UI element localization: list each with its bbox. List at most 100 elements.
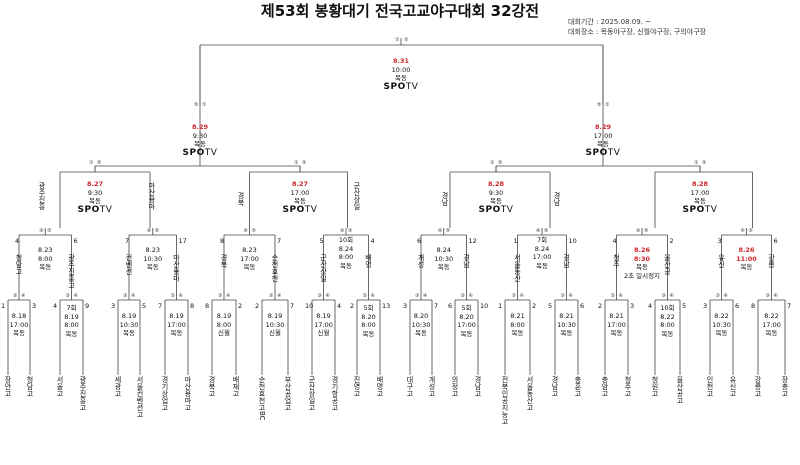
r16-winner-9: 경남 xyxy=(462,254,471,268)
r32-seed-4: 3 xyxy=(111,302,116,310)
team-6: 경기상업고 xyxy=(161,376,169,411)
team-26: 청원고 xyxy=(651,376,659,397)
r32-circle-12a: ③ xyxy=(610,293,615,299)
team-21: 서울동산고 xyxy=(526,376,534,411)
r32-seed-30: 8 xyxy=(751,302,756,310)
qf-winner-2: 경북 xyxy=(237,192,245,206)
qf-winner-0: 광주진흥 xyxy=(38,182,46,210)
r16-circle-7b: ⑤ xyxy=(748,228,753,234)
r32-circle-14b: ④ xyxy=(723,293,728,299)
r16-seed-14: 3 xyxy=(717,237,722,245)
team-12: 군산상일고 xyxy=(308,376,316,411)
r32-circle-5a: ③ xyxy=(269,293,274,299)
tournament-venue: 대회장소 : 목동야구장, 신월야구장, 구의야구장 xyxy=(568,28,707,36)
qf-circle-1a: ① xyxy=(294,160,299,166)
r16-circle-1b: ⑤ xyxy=(154,228,160,234)
r16-seed-6: 5 xyxy=(319,237,324,245)
semi-circle-0b: ① xyxy=(202,102,207,108)
r32-seed-1: 3 xyxy=(32,302,37,310)
r32-seed-25: 3 xyxy=(630,302,635,310)
r32-circle-13b: ④ xyxy=(669,293,674,299)
r32-seed-23: 6 xyxy=(580,302,585,310)
qf-circle-0b: ⑤ xyxy=(97,160,102,166)
r16-winner-3: 마산용마 xyxy=(172,254,181,282)
r32-seed-20: 1 xyxy=(498,302,503,310)
r16-circle-6b: ⑤ xyxy=(644,228,649,234)
team-31: 장충고 xyxy=(781,376,789,397)
qf-winner-5: 경남 xyxy=(553,192,561,206)
r32-seed-19: 10 xyxy=(480,302,489,310)
r32-circle-2b: ④ xyxy=(131,293,136,299)
r32-circle-3a: ③ xyxy=(170,293,175,299)
team-24: 충암고 xyxy=(601,376,609,397)
r32-circle-11b: ④ xyxy=(568,293,573,299)
team-2: 서울고 xyxy=(56,376,64,397)
r32-seed-2: 4 xyxy=(53,302,58,310)
r16-circle-0b: ⑤ xyxy=(47,228,52,234)
r16-winner-13: 울산공 xyxy=(663,254,672,275)
r32-seed-3: 9 xyxy=(85,302,90,310)
r32-circle-12b: ④ xyxy=(618,293,623,299)
team-5: 서울컨벤션고 xyxy=(136,376,144,418)
semi-circle-1a: ⑤ xyxy=(597,102,602,108)
r16-seed-12: 4 xyxy=(612,237,617,245)
r32-seed-16: 3 xyxy=(403,302,408,310)
qf-circle-0a: ① xyxy=(89,160,94,166)
team-13: 경기항공고 xyxy=(331,376,339,411)
r32-circle-2a: ③ xyxy=(123,293,128,299)
r16-seed-7: 4 xyxy=(370,237,375,245)
team-4: 세광고 xyxy=(114,376,122,397)
team-30: 강릉고 xyxy=(754,376,762,397)
spotv-logo: SPOTV xyxy=(585,147,621,158)
team-23: 충훈고 xyxy=(574,376,582,397)
r32-circle-8b: ④ xyxy=(423,293,428,299)
r32-seed-15: 13 xyxy=(382,302,391,310)
r16-winner-2: 컨벤션 xyxy=(125,254,133,275)
qf-circle-2a: ① xyxy=(490,160,495,166)
r16-winner-12: 청주 xyxy=(612,254,621,268)
r16-winner-5: 순천효천 xyxy=(271,254,279,282)
r32-circle-11a: ③ xyxy=(560,293,565,299)
qf-circle-3b: ⑤ xyxy=(702,160,707,166)
team-10: 순천효천고BC xyxy=(258,376,266,421)
qf-circle-2b: ⑤ xyxy=(498,160,503,166)
spotv-logo: SPOTV xyxy=(478,204,514,215)
qf-winner-3: 군산상일 xyxy=(353,182,361,210)
spotv-logo: SPOTV xyxy=(383,81,419,92)
r32-circle-10b: ④ xyxy=(519,293,524,299)
r32-seed-0: 1 xyxy=(1,302,6,310)
r32-seed-29: 6 xyxy=(735,302,740,310)
r16-winner-1: 광주진흥고 xyxy=(67,254,76,289)
team-22: 경남고 xyxy=(551,376,559,397)
r32-circle-3b: ④ xyxy=(178,293,183,299)
r32-circle-0b: ④ xyxy=(21,293,26,299)
r16-winner-0: 청담고 xyxy=(15,254,23,275)
team-28: 인천고 xyxy=(706,376,714,397)
r16-winner-4: 경북 xyxy=(220,254,228,268)
r32-circle-1b: ④ xyxy=(73,293,78,299)
r32-seed-8: 8 xyxy=(205,302,210,310)
r16-winner-7: 배명 xyxy=(364,254,373,268)
r32-seed-14: 2 xyxy=(350,302,355,310)
team-25: 청주고 xyxy=(624,376,632,397)
r32-seed-18: 6 xyxy=(448,302,453,310)
r32-circle-7b: ④ xyxy=(370,293,375,299)
r16-seed-8: 6 xyxy=(417,237,422,245)
r16-circle-3a: ④ xyxy=(340,228,345,234)
r32-seed-5: 5 xyxy=(142,302,147,310)
r32-seed-26: 4 xyxy=(648,302,653,310)
